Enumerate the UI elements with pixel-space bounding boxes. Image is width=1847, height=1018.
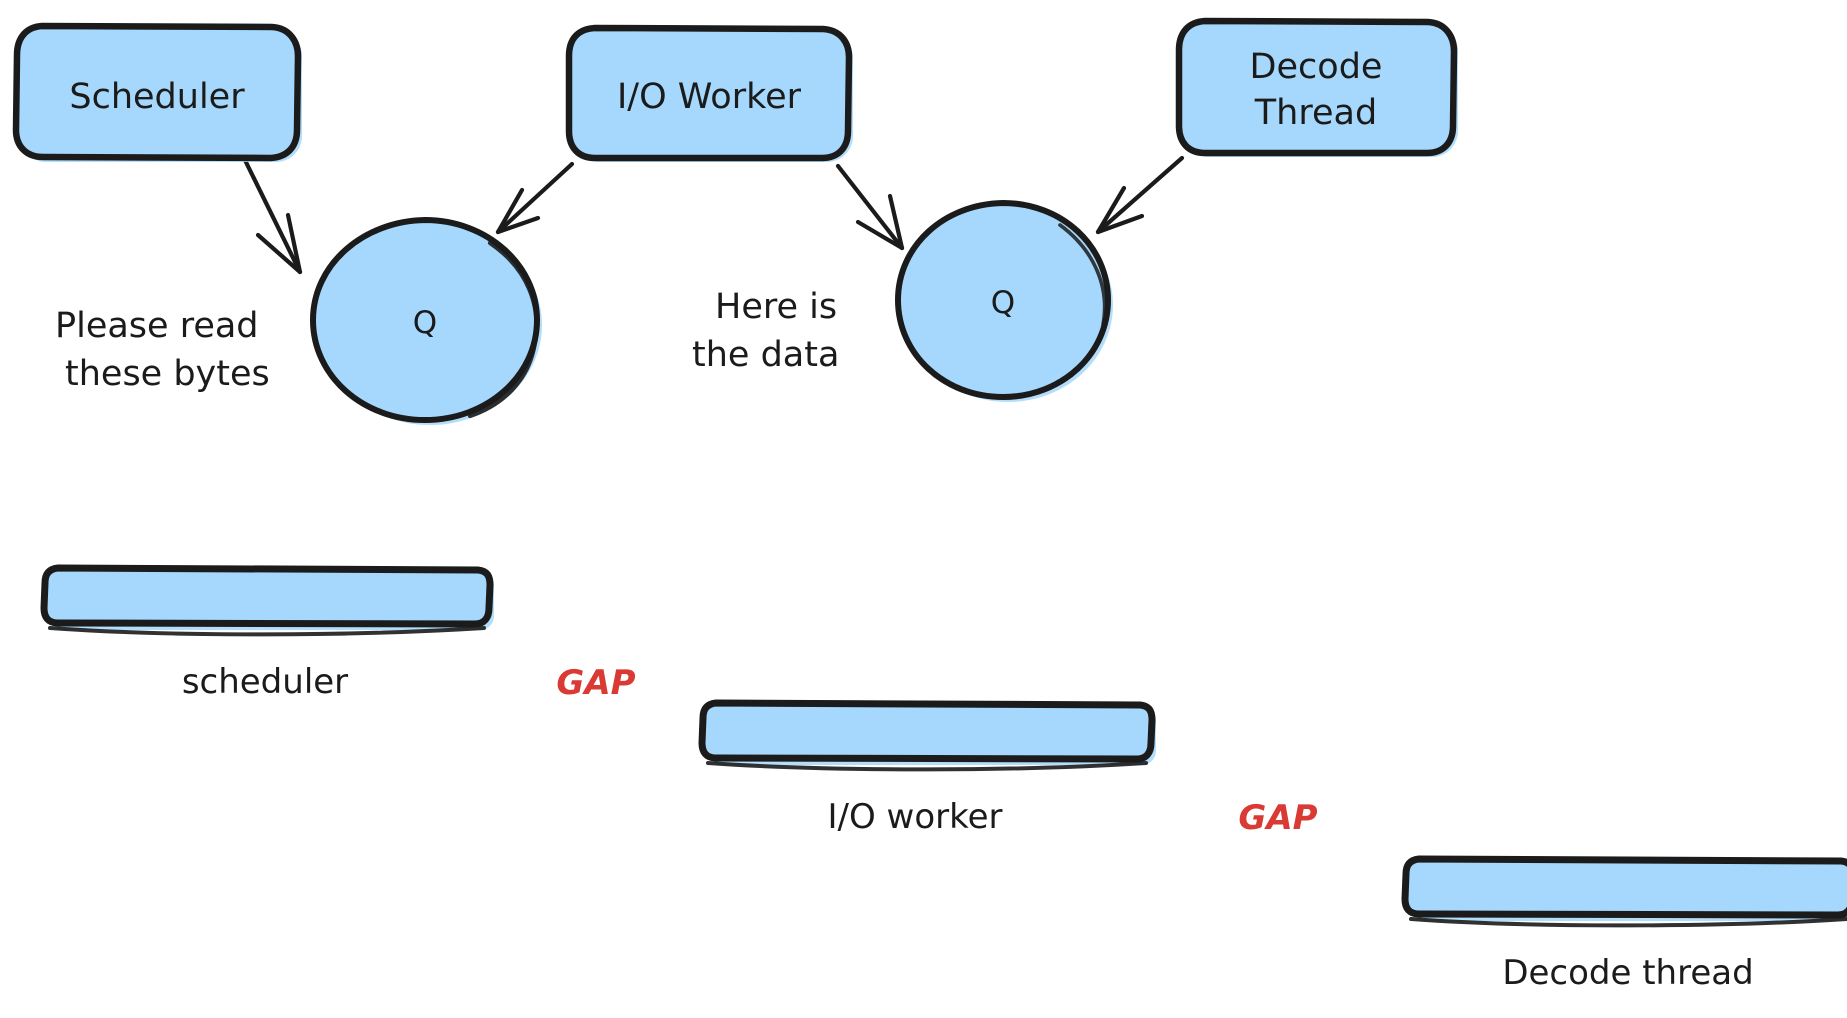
queue-node-1[interactable]: Q [310,217,542,425]
arrow-ioworker-to-queue1 [495,161,575,235]
box-scheduler[interactable]: Scheduler [12,22,302,162]
annotation-read-request: Please read these bytes [55,306,270,394]
annotation-read-request-line2: these bytes [65,354,270,394]
box-scheduler-label: Scheduler [69,77,245,117]
box-io-worker-label: I/O Worker [617,77,802,117]
box-decode-thread-label-line2: Thread [1254,93,1377,133]
annotation-data-response-line2: the data [692,335,839,375]
timeline-bar-scheduler[interactable]: scheduler [40,564,494,702]
timeline-bar-scheduler-label: scheduler [182,662,348,702]
gap-label-2: GAP [1238,798,1317,838]
box-io-worker[interactable]: I/O Worker [565,24,853,162]
box-decode-thread[interactable]: Decode Thread [1175,17,1458,157]
annotation-data-response-line1: Here is [715,287,837,327]
timeline-bar-io-worker[interactable]: I/O worker [698,699,1156,837]
queue-node-1-label: Q [413,305,437,341]
timeline-bar-io-worker-label: I/O worker [827,797,1002,837]
arrow-ioworker-to-queue2 [835,163,905,251]
timeline-bar-decode-thread-label: Decode thread [1502,953,1753,993]
annotation-read-request-line1: Please read [55,306,259,346]
box-decode-thread-label-line1: Decode [1250,47,1383,87]
queue-node-2-label: Q [991,285,1015,321]
gap-label-1: GAP [556,663,635,703]
arrow-scheduler-to-queue1 [238,149,303,275]
arrow-decodethread-to-queue2 [1095,155,1185,235]
timeline-bar-decode-thread[interactable]: Decode thread [1401,855,1847,993]
annotation-data-response: Here is the data [692,287,839,375]
queue-node-2[interactable]: Q [895,200,1113,402]
